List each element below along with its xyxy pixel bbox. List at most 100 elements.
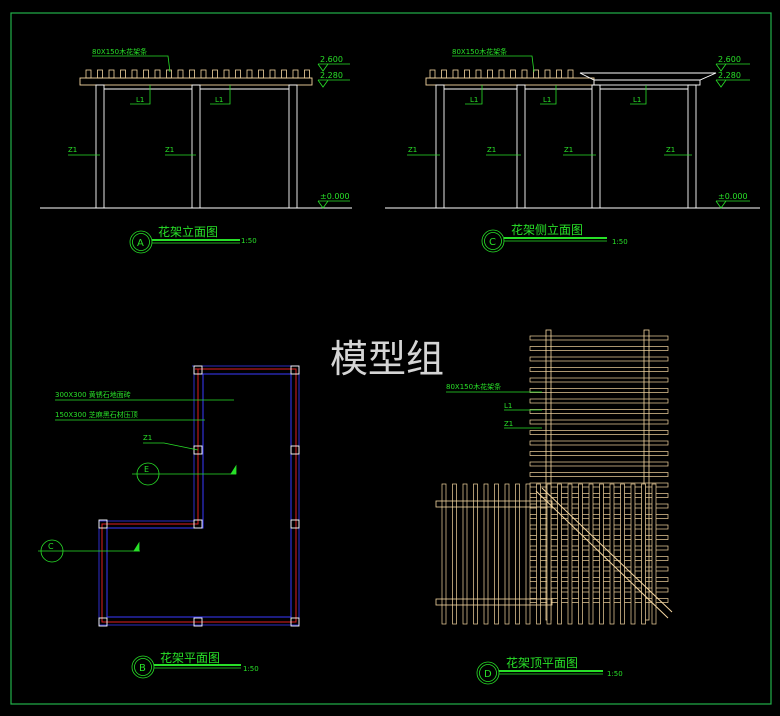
level-mark [317,79,329,88]
column-tag: Z1 [143,434,152,442]
outline-red [101,368,297,623]
rafter [536,483,541,625]
column-tag: Z1 [504,420,513,428]
rafter [609,483,615,625]
elevation-a: 80X150木花架条 L1 L1 Z1 Z1 2.600 2.280 ±0.00… [40,47,352,254]
beam [435,500,553,508]
level-mark [317,63,329,72]
rafter-end [464,69,470,79]
column [288,84,298,209]
rafter-end [487,69,493,79]
column [687,84,697,209]
rafter-end [223,69,230,79]
symbol-circle-inner [132,233,150,251]
rafter [473,483,478,625]
column [290,445,300,455]
rafter [483,483,489,625]
roof-rafters [435,329,673,625]
rafter-end [235,69,241,79]
main-beam [79,77,313,86]
plan-note-2: 150X300 芝麻黑石材压顶 [55,410,138,419]
plan-columns [98,365,300,627]
section-mark: C [48,542,54,551]
annotation-lines [446,391,603,685]
rafter [620,483,625,625]
column-tag: Z1 [666,146,675,154]
view-scale: 1:50 [607,670,623,678]
rafter [588,483,594,625]
rafter [529,388,669,393]
plan-b: 300X300 黄锈石地面砖 150X300 芝麻黑石材压顶 Z1 E C B … [38,365,300,679]
view-title: 花架侧立面图 [511,222,583,237]
rafter [525,483,531,625]
columns [95,84,298,209]
rafter-end [85,69,92,79]
plan-note-1: 300X300 黄锈石地面砖 [55,390,131,399]
beam-label: 80X150木花架条 [446,382,501,391]
level-mark [715,63,727,72]
beam-tag: L1 [136,96,144,104]
rafter [641,483,646,625]
rafter [515,483,520,625]
annotation-lines [68,55,350,254]
beam-tag: L1 [543,96,551,104]
rafter-end [131,69,138,79]
view-scale: 1:50 [241,237,257,245]
column [290,365,300,375]
drawing-frame [10,12,772,705]
elevation-c: 80X150木花架条 L1 L1 L1 Z1 Z1 Z1 Z1 2.600 2.… [385,47,760,253]
rafter-end [452,69,459,79]
rafter-end [556,69,562,79]
rafter [462,483,468,625]
column-tag: Z1 [68,146,77,154]
view-symbol: A [137,238,144,249]
section-arrow [230,464,237,475]
watermark: 模型组 [330,337,444,381]
column-tag: Z1 [564,146,573,154]
section-arrow [133,541,140,552]
rafter-end [108,69,115,79]
symbol-circle [131,655,155,679]
symbol-circle [129,230,153,254]
view-title: 花架立面图 [158,224,218,239]
rafter-end [246,69,253,79]
column [516,84,526,209]
rafter [529,367,669,372]
rafter [557,483,562,625]
symbol-circle [476,661,500,685]
rafter-end [281,69,287,79]
rafter-end [567,69,574,79]
column [435,84,445,209]
columns [435,84,697,209]
rafter-ends [429,69,574,79]
rafter [567,483,573,625]
level-top: 2.600 [320,55,343,64]
section-mark: E [144,465,149,474]
column [193,519,203,529]
column [193,617,203,627]
leader [210,85,231,105]
rafter-end [292,69,299,79]
rafter [529,335,669,341]
rafter [529,419,669,425]
side-beam [593,79,701,86]
rafter-end [304,69,310,79]
rafter-end [143,69,149,79]
beam-label: 80X150木花架条 [452,47,507,56]
view-symbol: B [139,663,146,674]
beam-tag: L1 [215,96,223,104]
view-symbol: C [489,237,496,248]
view-symbol: D [484,669,492,680]
section-circle [136,462,160,486]
rafter-end [154,69,161,79]
rafter-end [166,69,172,79]
rafter-end [544,69,551,79]
leader [465,85,483,105]
rafter-end [533,69,539,79]
rafter [529,398,669,404]
beam [643,329,650,621]
rafter-end [521,69,528,79]
rafter-end [120,69,126,79]
rafter-end [189,69,195,79]
leader [143,442,199,451]
